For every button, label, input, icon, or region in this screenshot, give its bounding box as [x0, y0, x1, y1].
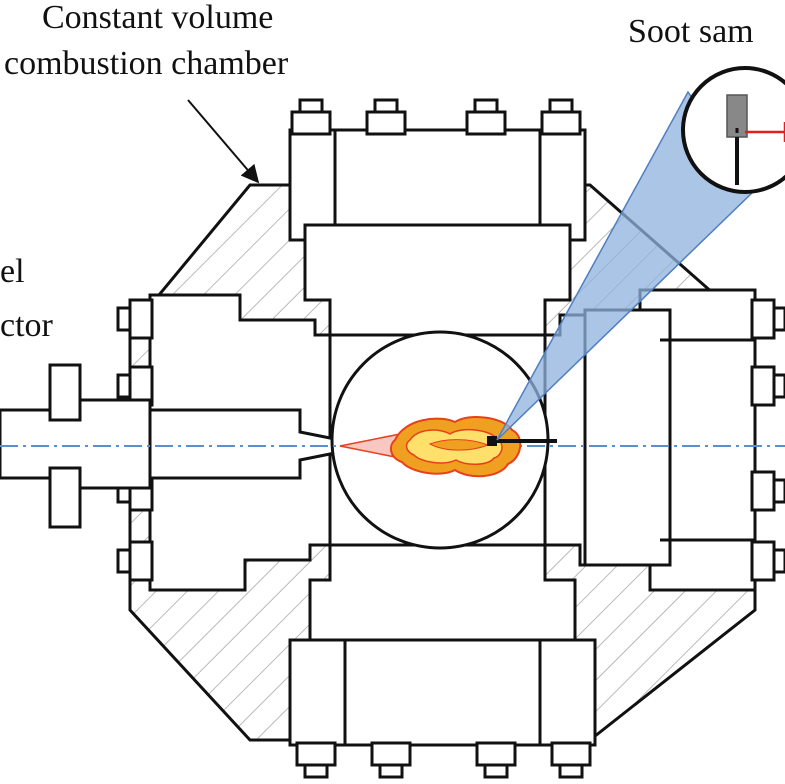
probe-magnifier [681, 66, 785, 194]
bolt [116, 540, 154, 582]
bolt [116, 298, 154, 340]
sampling-probe [487, 436, 557, 446]
soot-flame [339, 415, 522, 478]
bolt [750, 470, 785, 512]
injector-label-line1: el [0, 253, 25, 290]
bolt [540, 98, 582, 136]
chamber-label-line1: Constant volume [42, 0, 273, 36]
top-bolts [290, 98, 582, 136]
bolt [295, 741, 337, 779]
injector-body [0, 398, 342, 490]
top-flange [288, 128, 587, 242]
bottom-bolts [295, 741, 592, 779]
bolt [750, 365, 785, 407]
bolt [750, 298, 785, 340]
sampling-label: Soot sam [628, 13, 754, 50]
fuel-injector [0, 363, 342, 529]
bolt [475, 741, 517, 779]
bottom-flange [288, 638, 597, 747]
left-bolts [116, 298, 154, 582]
injector-label-line2: ctor [0, 307, 54, 344]
chamber-label-line2: combustion chamber [4, 45, 289, 82]
right-bolts [750, 298, 785, 582]
bolt [370, 741, 412, 779]
bolt [365, 98, 407, 136]
bolt [550, 741, 592, 779]
top-window-plug [303, 223, 572, 337]
leader-arrow [187, 99, 260, 184]
bolt [750, 540, 785, 582]
right-window-plug [583, 308, 672, 567]
bolt [290, 98, 332, 136]
bolt [465, 98, 507, 136]
